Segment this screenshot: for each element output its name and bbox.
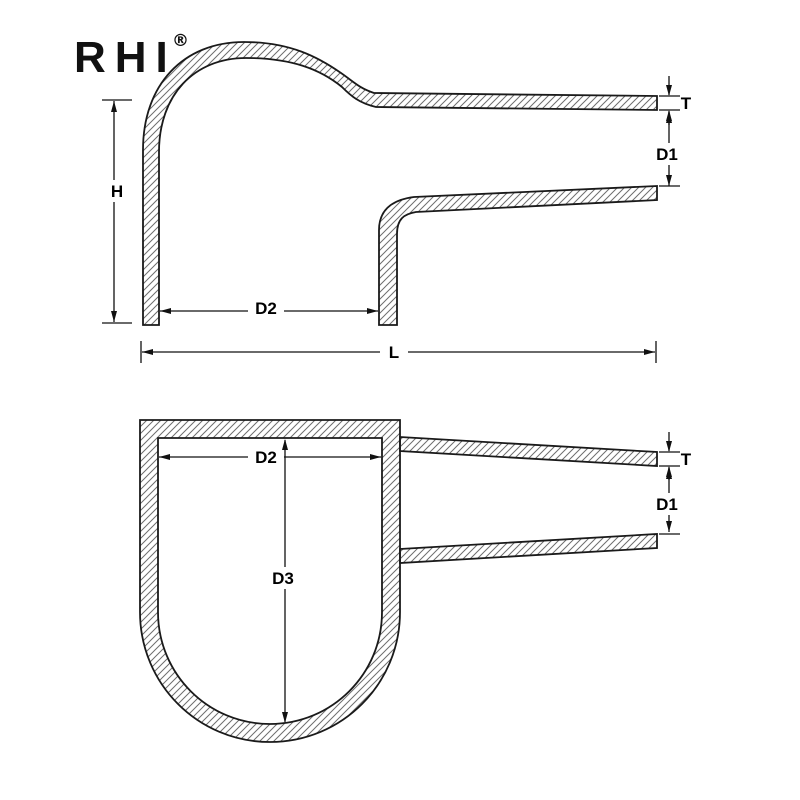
arrowhead-down: [666, 521, 672, 532]
arrowhead-left: [159, 454, 170, 460]
dim-h: H: [102, 99, 132, 324]
label-background: [380, 341, 408, 363]
dim-d1-side: D1: [650, 112, 684, 187]
arrowhead-down: [666, 175, 672, 186]
dim-label-d1: D1: [656, 145, 678, 164]
arrowhead-up: [111, 101, 117, 112]
label-background: [265, 567, 301, 589]
registered-trademark-icon: ®: [172, 31, 189, 51]
label-background: [650, 493, 684, 515]
arrowhead-down: [282, 712, 288, 723]
arrowhead-down: [666, 441, 672, 452]
arrowhead-left: [160, 308, 171, 314]
dim-t-front: T: [659, 432, 692, 480]
dim-l: L: [140, 341, 657, 363]
dim-label-d1: D1: [656, 495, 678, 514]
arrowhead-right: [370, 454, 381, 460]
arrowhead-left: [142, 349, 153, 355]
dim-label-h: H: [111, 182, 123, 201]
label-background: [104, 180, 130, 202]
arrowhead-up: [666, 468, 672, 479]
dim-d2-front: D2: [159, 446, 381, 468]
dim-d1-front: D1: [650, 468, 684, 535]
arrowhead-right: [367, 308, 378, 314]
arrowhead-down: [666, 85, 672, 96]
dim-t-side: T: [659, 76, 692, 125]
part-upper-wall: [142, 41, 658, 326]
part-cup-body: [139, 419, 401, 743]
part-tube-bottom-wall: [399, 533, 658, 564]
logo-text: RHI: [74, 33, 177, 82]
label-background: [248, 297, 284, 319]
arrowhead-down: [111, 311, 117, 322]
dim-label-d2: D2: [255, 299, 277, 318]
label-background: [248, 446, 284, 468]
dim-label-t: T: [681, 450, 692, 469]
side-section-figure: H D2 L T: [102, 41, 692, 363]
dim-d2-side: D2: [160, 297, 378, 319]
dim-label-l: L: [389, 343, 399, 362]
dim-label-d2: D2: [255, 448, 277, 467]
dim-d3: D3: [265, 439, 301, 723]
part-lower-wall: [378, 185, 658, 326]
logo: RHI ®: [74, 31, 189, 82]
front-section-figure: D2 D3 T D1: [139, 419, 692, 743]
arrowhead-up: [282, 439, 288, 450]
dim-label-t: T: [681, 94, 692, 113]
arrowhead-right: [644, 349, 655, 355]
dim-label-d3: D3: [272, 569, 294, 588]
label-background: [650, 143, 684, 165]
arrowhead-up: [666, 112, 672, 123]
part-tube-top-wall: [399, 436, 658, 467]
